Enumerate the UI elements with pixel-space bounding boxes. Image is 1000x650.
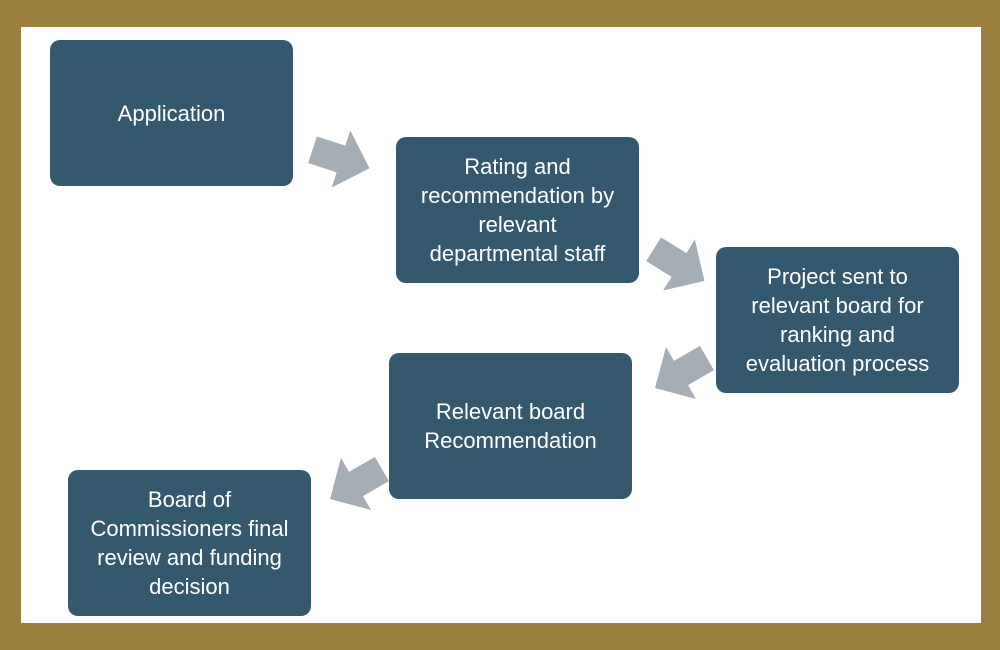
- step-project-sent-to-board: Project sent to relevant board for ranki…: [716, 247, 959, 393]
- arrow-right-icon: [308, 130, 370, 188]
- step-rating-recommendation: Rating and recommendation by relevant de…: [396, 137, 639, 283]
- step-final-review-funding-decision: Board of Commissioners final review and …: [68, 470, 311, 616]
- arrow-left-icon: [330, 456, 389, 510]
- arrow-left-icon: [655, 345, 714, 399]
- step-board-recommendation: Relevant board Recommendation: [389, 353, 632, 499]
- step-application: Application: [50, 40, 293, 186]
- arrow-right-icon: [646, 237, 705, 291]
- flowchart-canvas: Application Rating and recommendation by…: [21, 27, 981, 623]
